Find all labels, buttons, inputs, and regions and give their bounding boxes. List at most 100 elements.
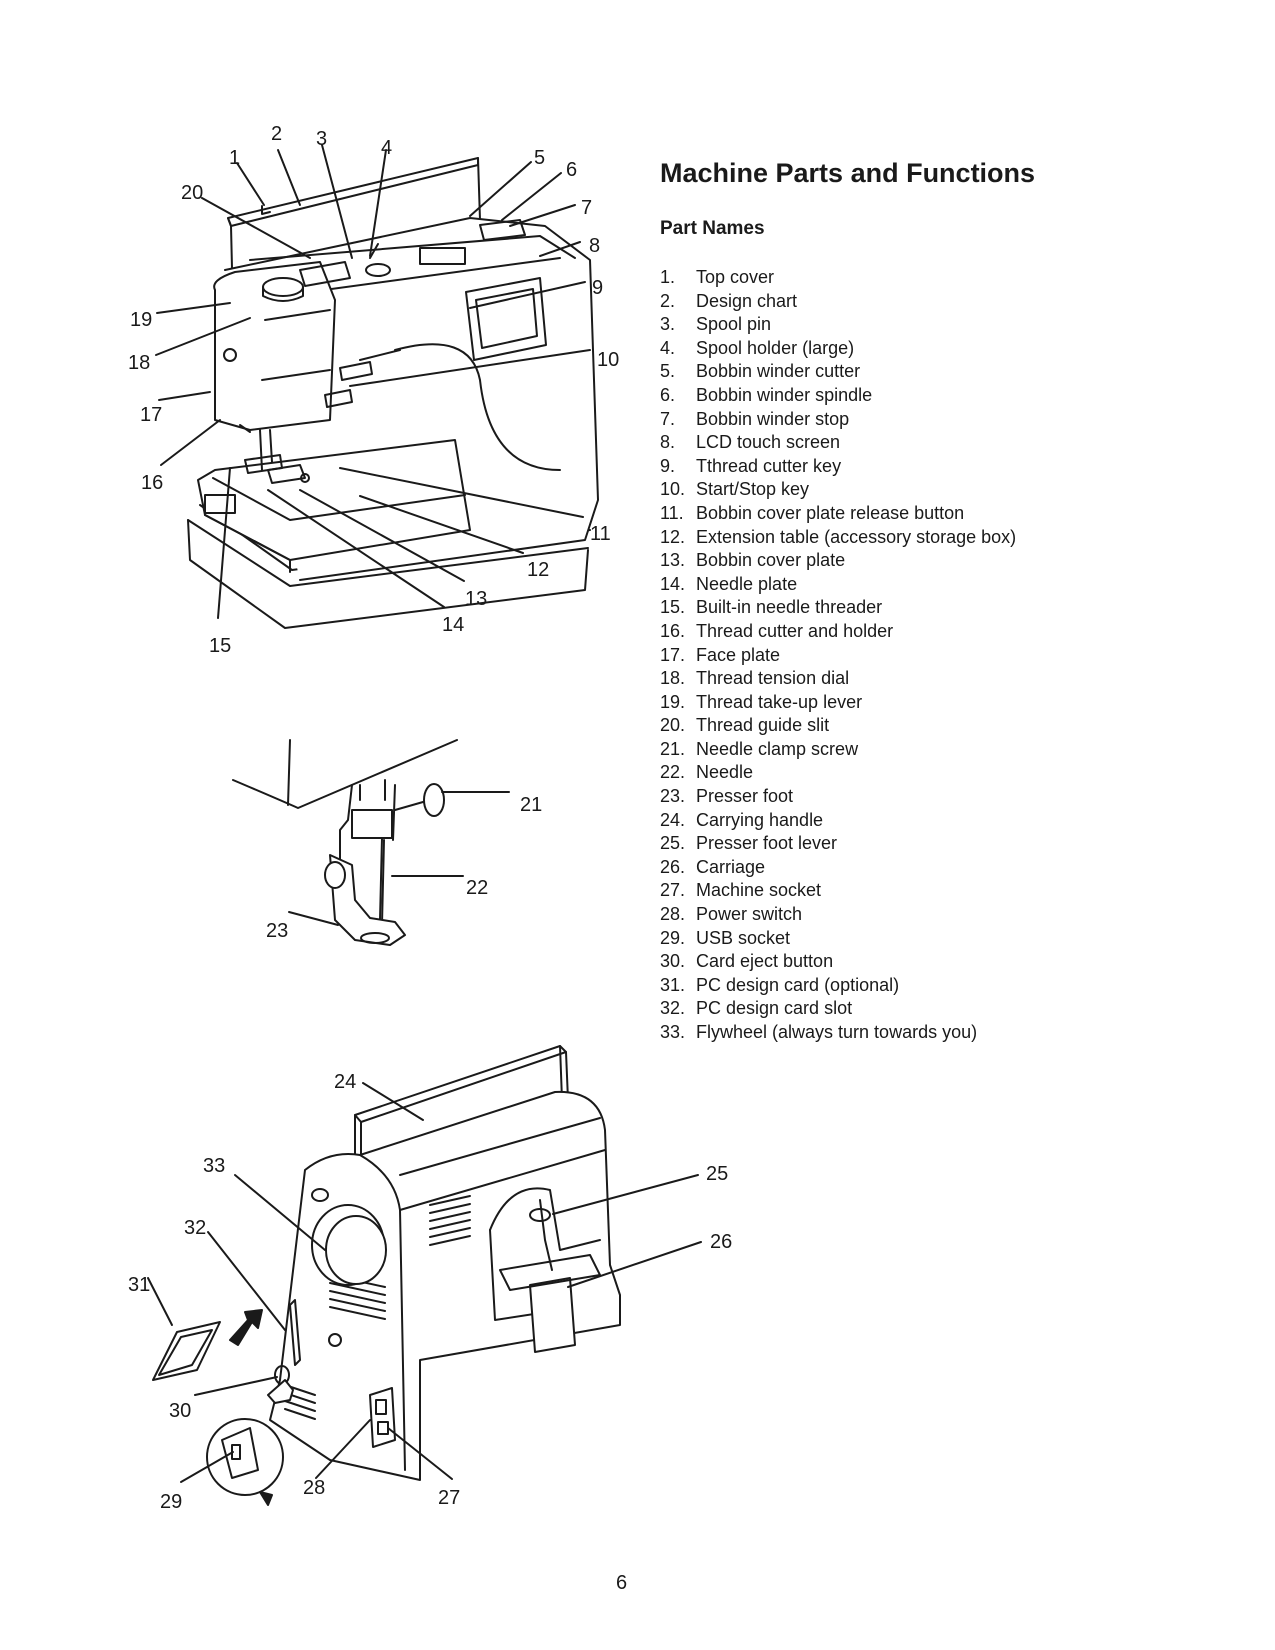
callout-number: 22 [466,877,489,899]
item-label: Thread tension dial [696,668,850,689]
section-heading: Part Names [660,218,765,239]
item-label: Extension table (accessory storage box) [696,526,1017,547]
item-number: 13. [660,550,686,571]
item-label: Needle [696,762,754,783]
list-item: 11. Bobbin cover plate release button [660,502,1016,526]
item-number: 26. [660,856,686,877]
rear-view-machine-drawing [147,1045,702,1506]
item-number: 3. [660,314,676,335]
list-item: 16. Thread cutter and holder [660,620,1016,644]
callout-number: 4 [381,137,393,159]
item-number: 5. [660,361,676,382]
item-label: Face plate [696,644,781,665]
callout-number: 29 [160,1491,183,1513]
list-item: 6.Bobbin winder spindle [660,384,1016,408]
callout-number: 32 [184,1217,207,1239]
list-item: 21. Needle clamp screw [660,738,1016,762]
item-label: Start/Stop key [696,479,810,500]
item-number: 9. [660,455,676,476]
item-label: Spool holder (large) [696,337,855,358]
item-number: 2. [660,290,676,311]
item-label: Presser foot [696,786,794,807]
item-label: Top cover [696,267,775,287]
item-number: 31. [660,974,686,995]
item-label: USB socket [696,927,791,948]
callout-number: 6 [566,159,578,181]
list-item: 28.Power switch [660,903,1016,927]
item-number: 24. [660,809,686,830]
list-item: 4. Spool holder (large) [660,337,1016,361]
item-label: Bobbin winder cutter [696,361,861,382]
callout-number: 24 [334,1071,357,1093]
callout-number: 3 [316,128,328,150]
item-number: 33. [660,1022,686,1042]
list-item: 12.Extension table (accessory storage bo… [660,526,1016,550]
callout-number: 17 [140,404,163,426]
item-number: 16. [660,620,686,641]
item-number: 23. [660,786,686,807]
item-number: 4. [660,337,676,358]
list-item: 27. Machine socket [660,879,1016,903]
item-label: Bobbin cover plate release button [696,502,965,523]
item-number: 11. [660,502,684,523]
callout-number: 27 [438,1487,461,1509]
part-names-list: 1. Top cover 2. Design chart 3. Spool pin 4… [660,266,1016,1045]
item-number: 20. [660,715,686,736]
item-label: Tthread cutter key [696,455,842,476]
item-label: Thread cutter and holder [696,620,894,641]
item-number: 15. [660,597,686,618]
item-label: Spool pin [696,314,772,335]
list-item: 13.Bobbin cover plate [660,549,1016,573]
item-number: 7. [660,408,676,429]
list-item: 1. Top cover [660,266,1016,290]
item-number: 21. [660,738,686,759]
item-number: 30. [660,951,686,972]
item-number: 10. [660,479,686,500]
item-label: Needle clamp screw [696,738,859,759]
callout-number: 5 [534,147,546,169]
list-item: 3. Spool pin [660,313,1016,337]
callout-number: 19 [130,309,153,331]
item-number: 27. [660,880,686,901]
list-item: 23. Presser foot [660,785,1016,809]
list-item: 24. Carrying handle [660,809,1016,833]
item-label: Design chart [696,290,798,311]
item-label: Thread take-up lever [696,691,863,712]
callout-number: 18 [128,352,151,374]
item-number: 18. [660,668,686,689]
item-label: Needle plate [696,573,798,594]
list-item: 25.Presser foot lever [660,832,1016,856]
callout-number: 31 [128,1274,151,1296]
callout-number: 15 [209,635,232,657]
list-item: 2. Design chart [660,290,1016,314]
list-item: 7. Bobbin winder stop [660,408,1016,432]
list-item: 18. Thread tension dial [660,667,1016,691]
callout-number: 12 [527,559,550,581]
list-item: 33.Flywheel (always turn towards you) [660,1021,1016,1045]
item-label: Bobbin winder stop [696,408,850,429]
list-item: 15.Built-in needle threader [660,596,1016,620]
item-label: LCD touch screen [696,432,841,453]
callout-number: 13 [465,588,488,610]
callout-number: 20 [181,182,204,204]
list-item: 22.Needle [660,761,1016,785]
item-label: Machine socket [696,880,822,901]
item-number: 1. [660,267,676,287]
callout-number: 2 [271,123,283,145]
callout-number: 7 [581,197,593,219]
list-item: 26.Carriage [660,856,1016,880]
callout-number: 23 [266,920,289,942]
item-number: 25. [660,833,686,854]
needle-detail-drawing [232,739,510,946]
callout-number: 25 [706,1163,729,1185]
item-number: 14. [660,573,686,594]
item-label: Carrying handle [696,809,824,830]
callout-number: 28 [303,1477,326,1499]
list-item: 20.Thread guide slit [660,714,1016,738]
item-number: 32. [660,998,686,1019]
front-view-machine-drawing [155,144,599,629]
list-item: 32.PC design card slot [660,997,1016,1021]
item-number: 8. [660,432,676,453]
item-number: 6. [660,384,676,405]
